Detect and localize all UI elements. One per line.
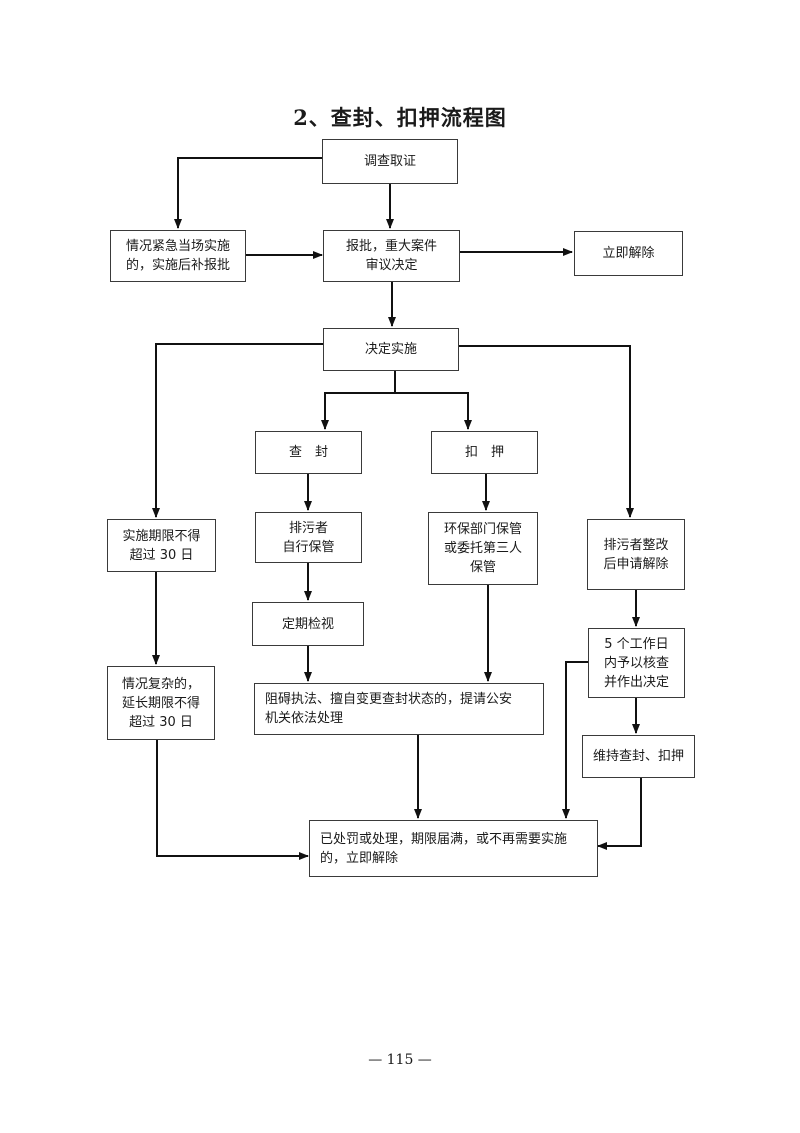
node-self-keep: 排污者 自行保管 <box>255 512 362 563</box>
node-release-now: 立即解除 <box>574 231 683 276</box>
node-five-workdays: 5 个工作日 内予以核查 并作出决定 <box>588 628 685 698</box>
node-urgent-implement: 情况紧急当场实施 的，实施后补报批 <box>110 230 246 282</box>
edge-implement-to-limit <box>152 343 323 518</box>
node-seize: 扣 押 <box>431 431 538 474</box>
node-approve: 报批，重大案件 审议决定 <box>323 230 460 282</box>
node-implement: 决定实施 <box>323 328 459 371</box>
edge-workdays-to-final <box>562 661 588 819</box>
node-obstruct: 阻碍执法、擅自变更查封状态的，提请公安 机关依法处理 <box>254 683 544 735</box>
node-time-limit: 实施期限不得 超过 30 日 <box>107 519 216 572</box>
edge-complex-to-final <box>156 740 309 860</box>
edge-investigate-to-urgent <box>174 157 322 229</box>
node-final-release: 已处罚或处理，期限届满，或不再需要实施 的，立即解除 <box>309 820 598 877</box>
node-maintain: 维持查封、扣押 <box>582 735 695 778</box>
node-env-keep: 环保部门保管 或委托第三人 保管 <box>428 512 538 585</box>
page-title: 2、查封、扣押流程图 <box>293 105 507 130</box>
edge-maintain-to-final <box>597 778 642 850</box>
node-complex-extend: 情况复杂的， 延长期限不得 超过 30 日 <box>107 666 215 740</box>
edge-implement-to-seal <box>321 371 396 430</box>
edge-implement-to-rectify <box>459 345 634 518</box>
node-inspect: 定期检视 <box>252 602 364 646</box>
node-rectify: 排污者整改 后申请解除 <box>587 519 685 590</box>
edge-implement-to-seize <box>395 392 472 430</box>
node-investigate: 调查取证 <box>322 139 458 184</box>
node-seal: 查 封 <box>255 431 362 474</box>
page-number: — 115 — <box>368 1052 432 1068</box>
